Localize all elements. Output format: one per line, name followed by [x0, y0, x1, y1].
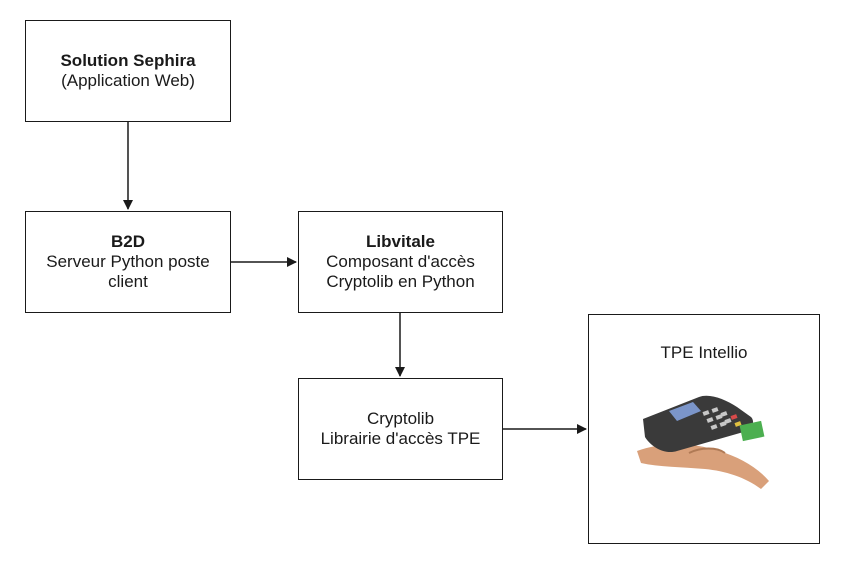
node-line: Cryptolib	[366, 409, 435, 428]
node-line: client	[108, 272, 148, 291]
node-title: TPE Intellio	[660, 343, 748, 362]
node-cryptolib[interactable]: Cryptolib Librairie d'accès TPE	[298, 378, 503, 480]
node-subtitle: (Application Web)	[61, 71, 195, 90]
node-line: Serveur Python poste	[46, 252, 210, 271]
node-b2d[interactable]: B2D Serveur Python poste client	[25, 211, 231, 313]
node-libvitale[interactable]: Libvitale Composant d'accès Cryptolib en…	[298, 211, 503, 313]
node-title: B2D	[110, 232, 145, 251]
node-line: Cryptolib en Python	[326, 272, 475, 291]
node-tpe-intellio[interactable]: TPE Intellio	[588, 314, 820, 544]
node-line: Librairie d'accès TPE	[320, 429, 481, 448]
node-solution-sephira[interactable]: Solution Sephira (Application Web)	[25, 20, 231, 122]
node-title: Libvitale	[366, 232, 435, 251]
node-line: Composant d'accès	[326, 252, 475, 271]
payment-terminal-icon	[637, 395, 769, 489]
node-title: Solution Sephira	[60, 51, 196, 70]
